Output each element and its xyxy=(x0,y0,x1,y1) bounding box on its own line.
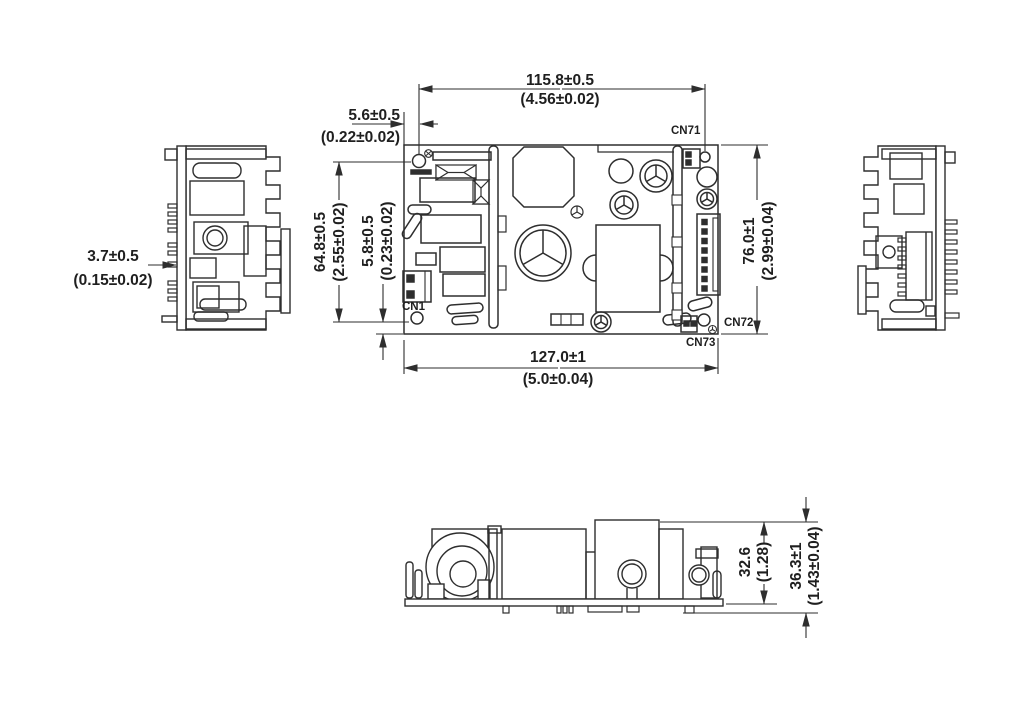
varistor-bowtie-vertical xyxy=(471,179,491,205)
pcb-side-bar xyxy=(404,598,724,607)
top-view xyxy=(401,144,721,335)
transformer-octagon xyxy=(512,146,575,208)
right-side-view xyxy=(857,145,960,331)
cn73-label: CN73 xyxy=(686,337,716,349)
cn72-label: CN72 xyxy=(724,317,754,329)
cn73-connector xyxy=(680,315,698,333)
varistor-bowtie-horizontal xyxy=(435,163,477,182)
capacitor-side-small xyxy=(688,564,710,586)
left-side-view xyxy=(161,145,291,331)
screw-small xyxy=(570,205,584,219)
dimension-lines xyxy=(148,84,818,638)
dim-363-label: 36.3±1 (1.43±0.04) xyxy=(788,526,823,606)
dim-127-label: 127.0±1 (5.0±0.04) xyxy=(522,349,594,388)
cn72-hole xyxy=(697,313,711,327)
screw-y-2 xyxy=(609,190,639,220)
dim-58-label: 5.8±0.5 (0.23±0.02) xyxy=(360,201,396,281)
cn71-label: CN71 xyxy=(671,125,701,137)
cn71-hole xyxy=(699,151,711,163)
dim-37-label: 3.7±0.5 (0.15±0.02) xyxy=(73,248,153,289)
screw-y-3 xyxy=(590,311,612,333)
capacitor-side xyxy=(617,559,647,599)
cn1-connector xyxy=(402,270,432,303)
dim-115-label: 115.8±0.5 (4.56±0.02) xyxy=(520,72,600,108)
cn1-label: CN1 xyxy=(402,301,426,313)
dim-648-label: 64.8±0.5 (2.55±0.02) xyxy=(312,202,348,282)
capacitor-large xyxy=(514,224,572,282)
cn1-hole xyxy=(410,311,424,325)
screw-y-4 xyxy=(696,188,718,210)
bottom-view-pins xyxy=(502,605,695,614)
screw-y-1 xyxy=(639,159,673,193)
dim-326-label: 32.6 (1.28) xyxy=(737,541,772,583)
dim-56-label: 5.6±0.5 (0.22±0.02) xyxy=(320,107,400,146)
divider-bar-right xyxy=(672,145,683,327)
bottom-view xyxy=(404,519,724,614)
output-connector-8pin xyxy=(696,213,721,296)
toroid-inductor xyxy=(425,532,495,602)
screw-tiny xyxy=(707,324,718,335)
dim-76-label: 76.0±1 (2.99±0.04) xyxy=(741,201,777,281)
right-view-pins xyxy=(944,219,960,319)
divider-bar-left xyxy=(488,145,499,329)
